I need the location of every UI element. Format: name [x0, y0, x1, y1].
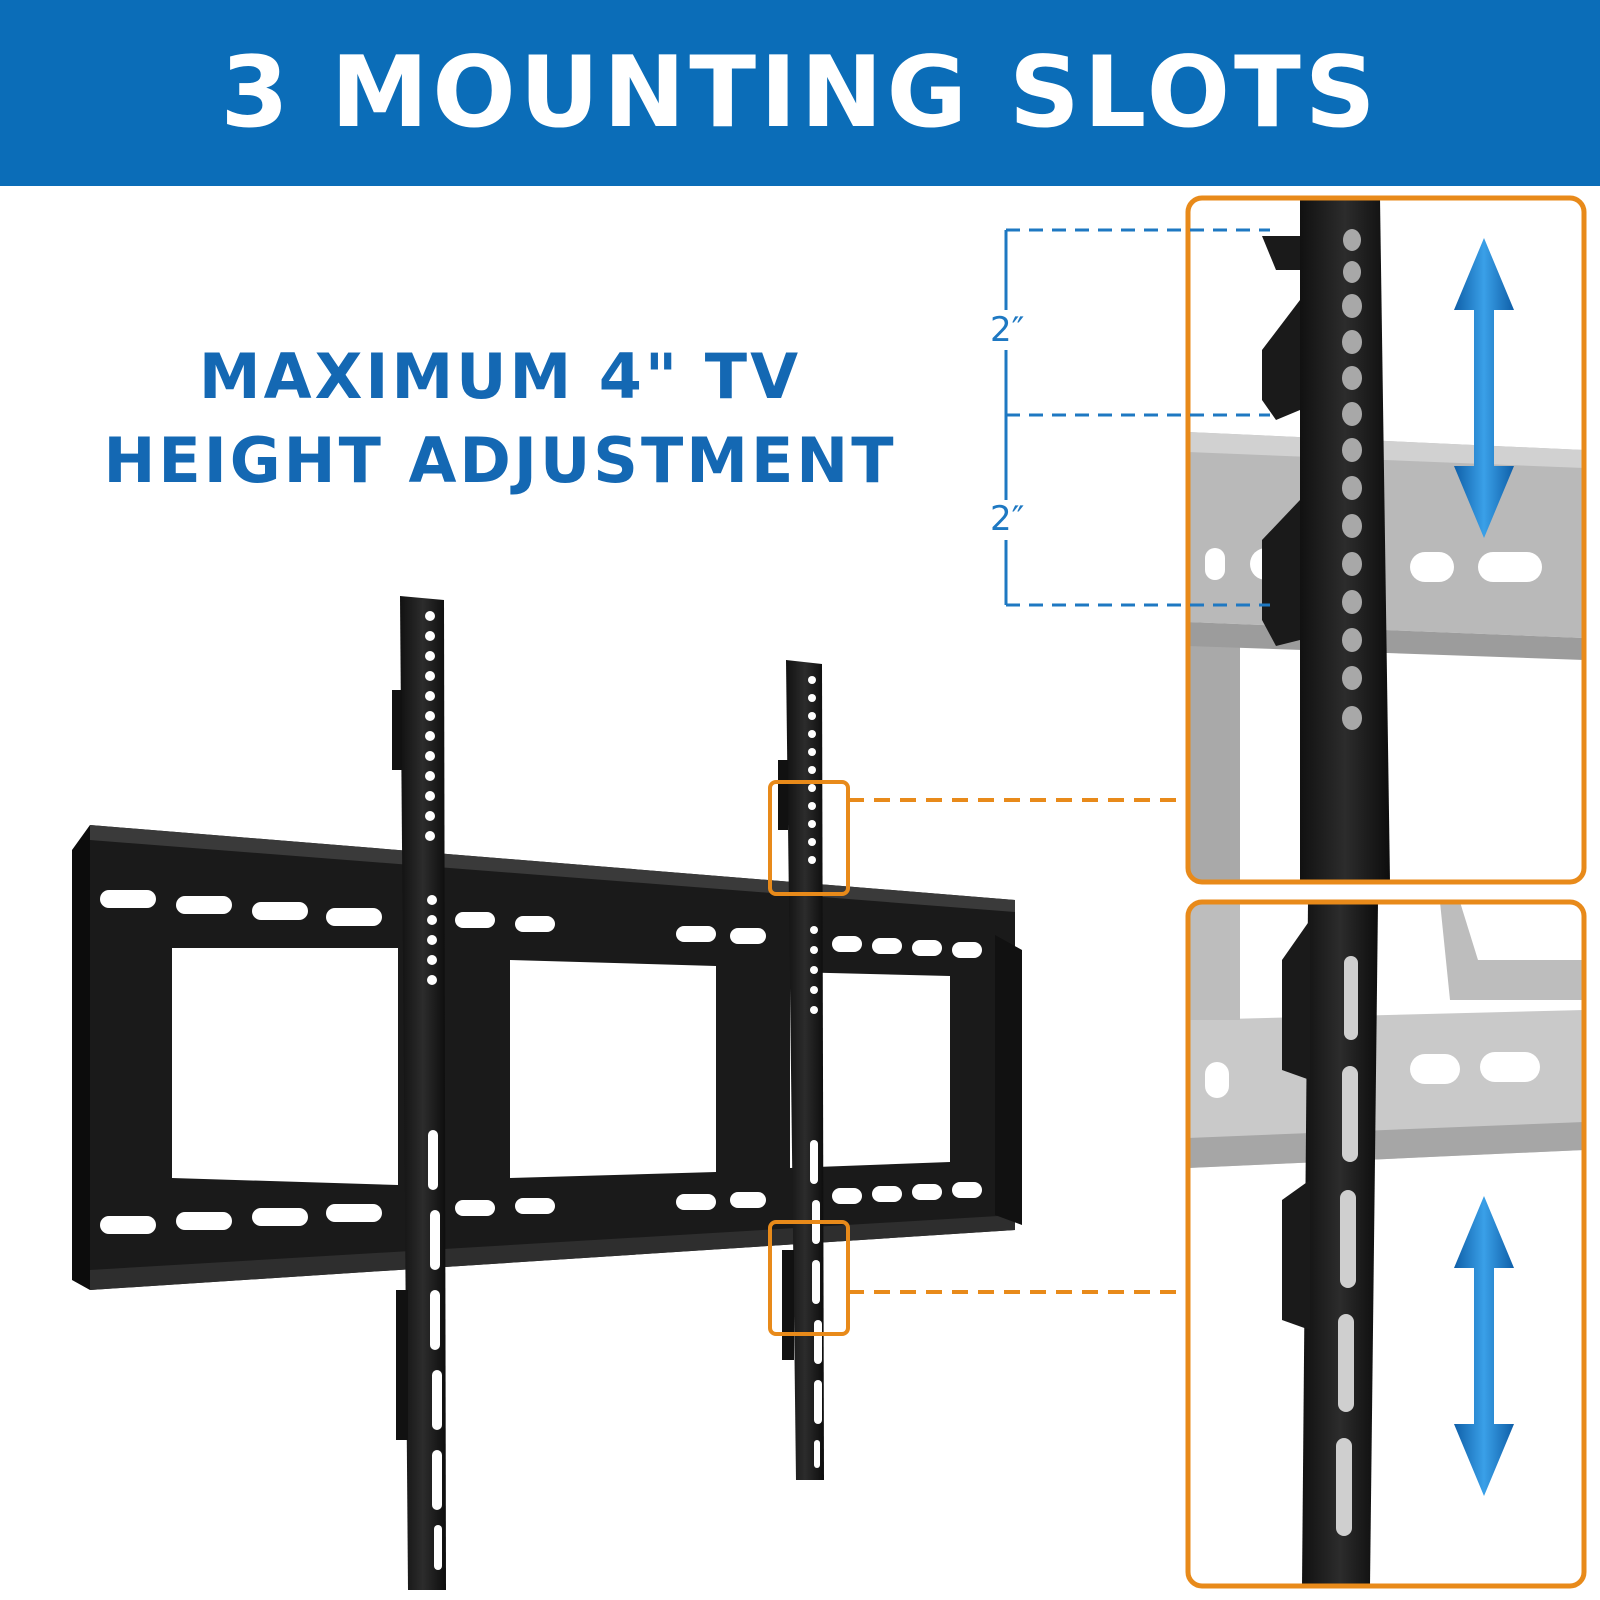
adjust-arrow-top-icon — [1454, 238, 1514, 538]
dimension-label-upper: 2″ — [990, 310, 1025, 350]
wall-plate-opening-right — [790, 972, 950, 1168]
callout-box-lower — [768, 1220, 850, 1336]
feature-headline: MAXIMUM 4" TV HEIGHT ADJUSTMENT — [60, 335, 940, 503]
detail-panel-bottom — [1185, 899, 1587, 1589]
wall-plate-slots-bottom — [100, 1182, 982, 1234]
left-vertical-arm — [392, 596, 446, 1590]
wall-plate-slots-top — [100, 890, 982, 958]
wall-plate-opening-left — [172, 948, 398, 1185]
detail-frame-bottom — [1185, 899, 1587, 1589]
wall-plate-opening-center — [510, 960, 716, 1178]
right-vertical-arm — [778, 660, 824, 1480]
dimension-guides — [1004, 228, 1270, 607]
title-banner: 3 MOUNTING SLOTS — [0, 0, 1600, 186]
headline-line-2: HEIGHT ADJUSTMENT — [103, 424, 897, 497]
detail-panel-top — [1185, 195, 1587, 885]
callout-box-upper — [768, 780, 850, 896]
banner-title: 3 MOUNTING SLOTS — [220, 36, 1380, 150]
detail-frame-top — [1185, 195, 1587, 885]
callout-markers — [768, 780, 1188, 1336]
dimension-label-lower: 2″ — [990, 499, 1025, 539]
wall-mount-bracket — [72, 596, 1022, 1590]
adjust-arrow-bottom-icon — [1454, 1196, 1514, 1496]
headline-line-1: MAXIMUM 4" TV — [198, 340, 802, 413]
